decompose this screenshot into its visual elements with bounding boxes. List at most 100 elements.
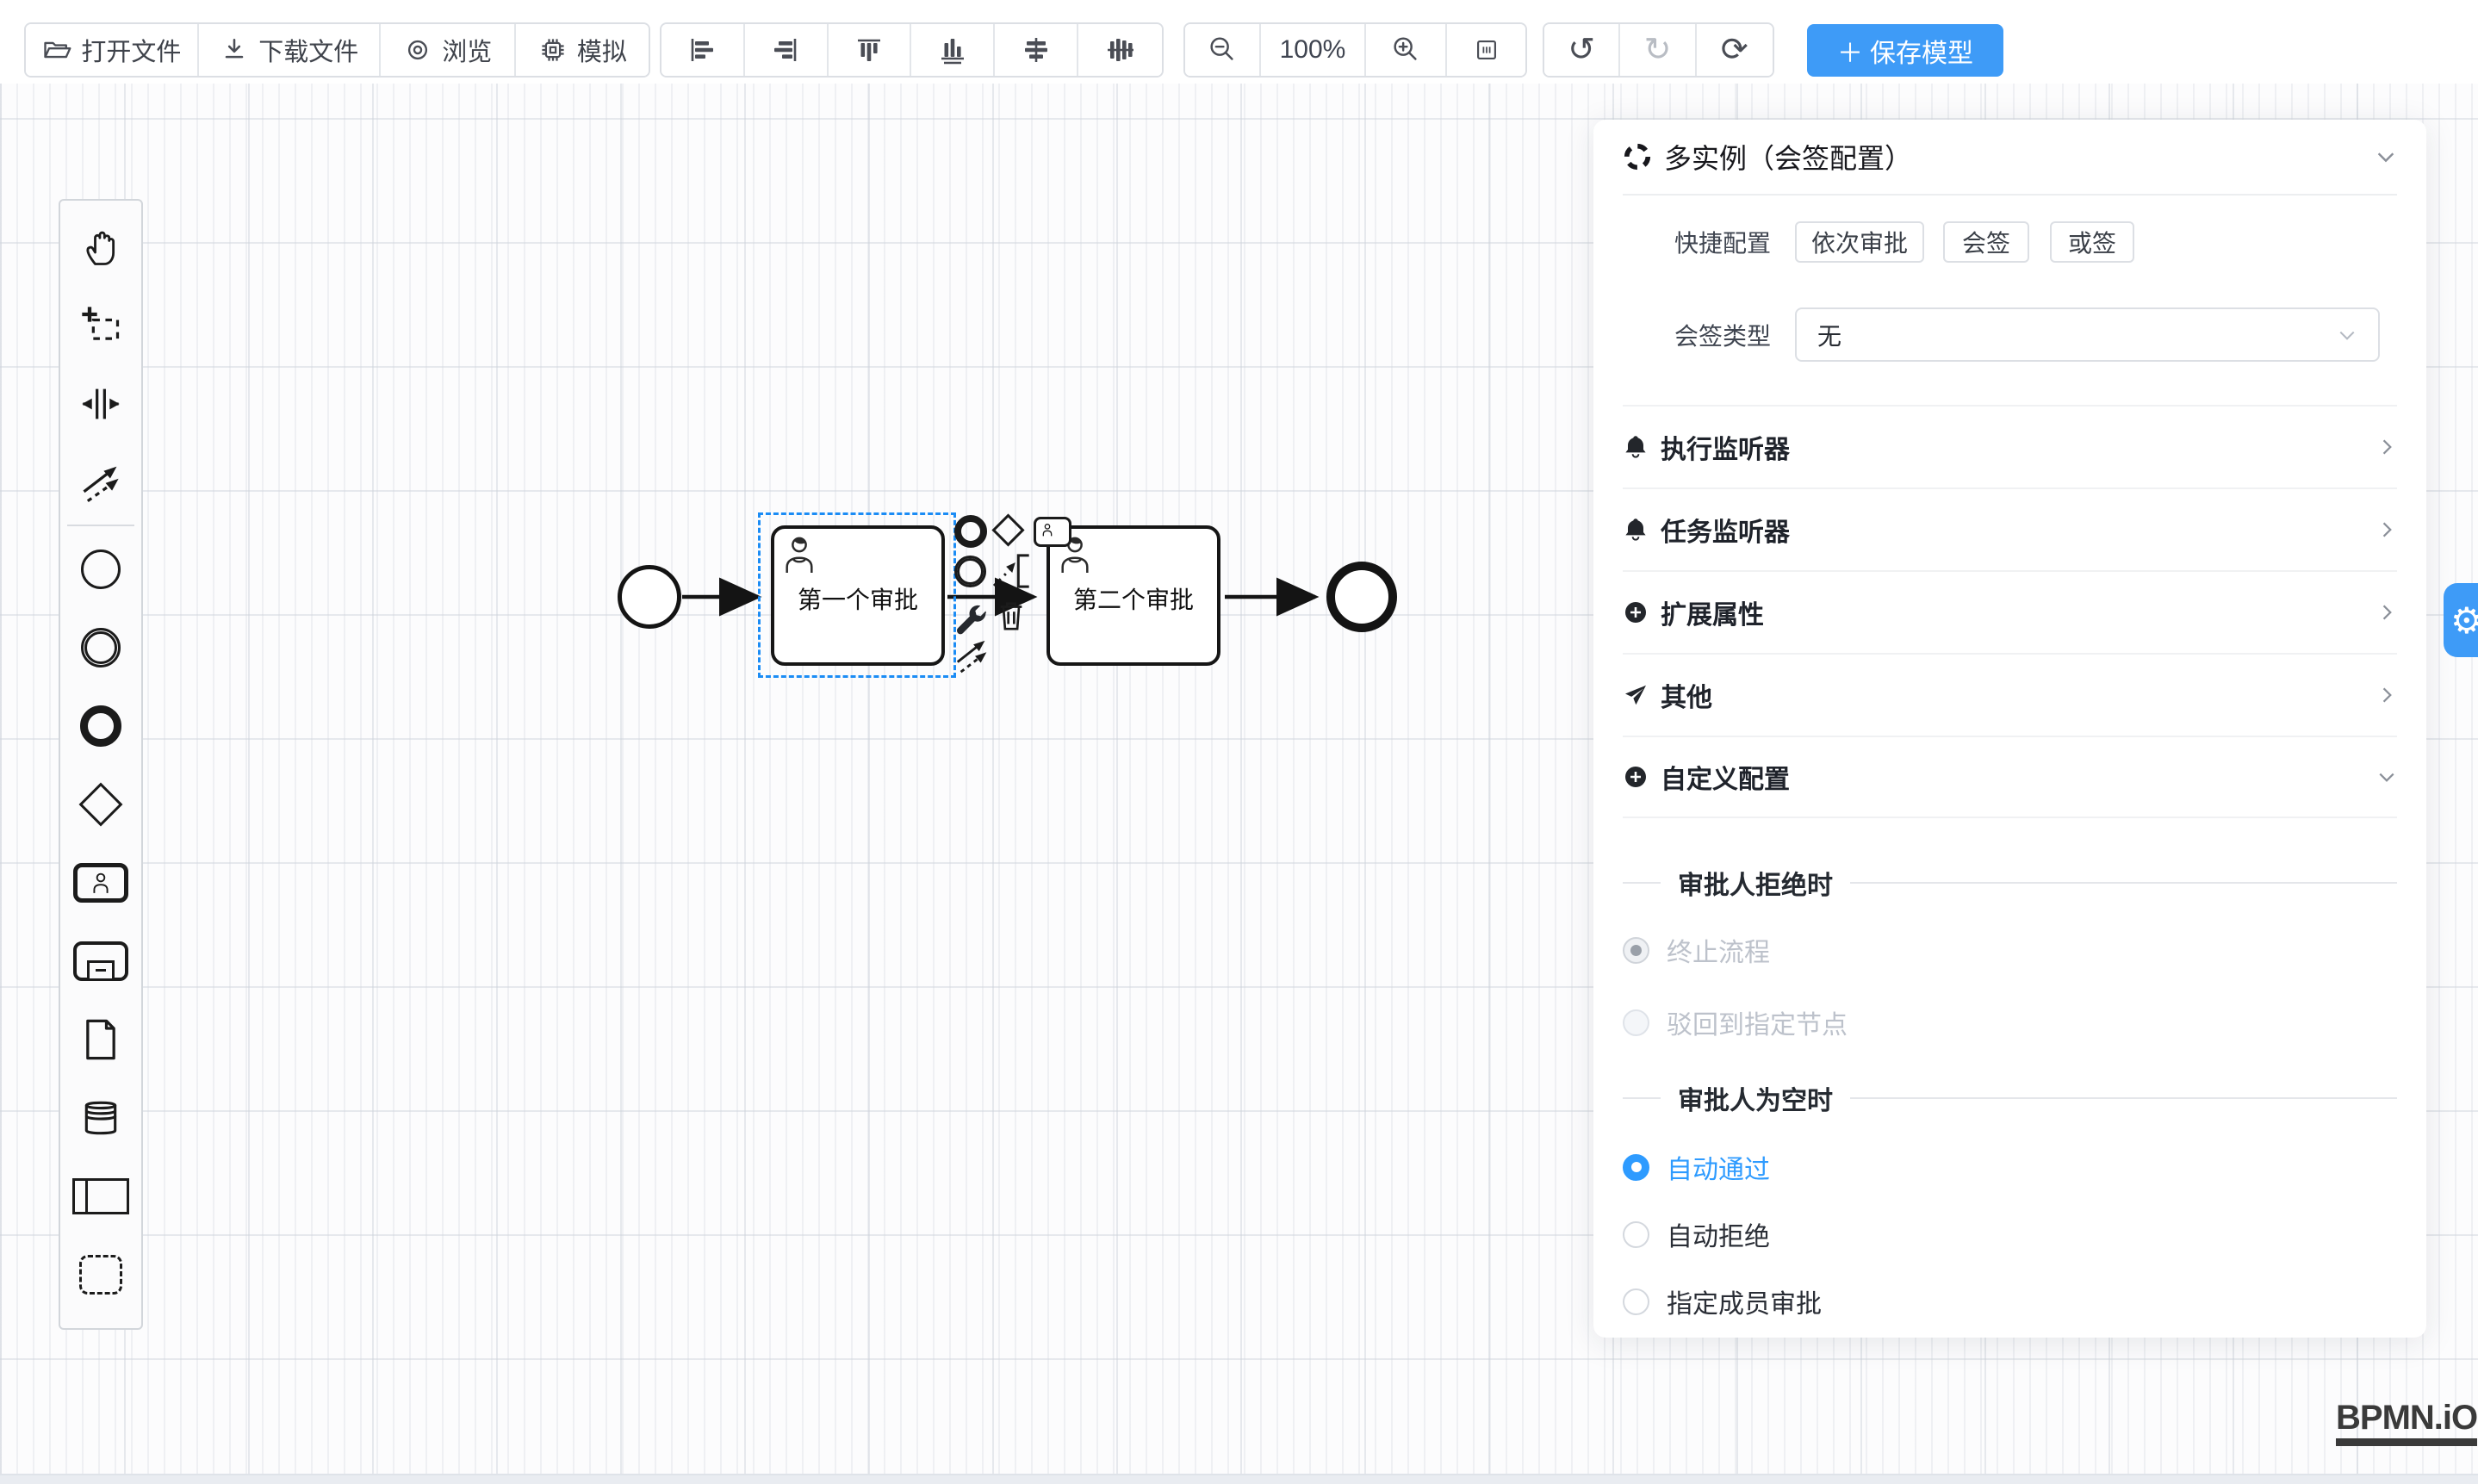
save-model-button[interactable]: ＋ 保存模型: [1807, 24, 2003, 77]
download-file-button[interactable]: 下载文件: [198, 24, 381, 76]
group-icon: [79, 1254, 122, 1295]
section-custom-config[interactable]: 自定义配置: [1623, 736, 2397, 818]
radio-auto-reject[interactable]: 自动拒绝: [1623, 1220, 2397, 1251]
section-label: 执行监听器: [1661, 436, 1790, 464]
gear-icon: ⚙: [2450, 599, 2478, 642]
palette-end-event[interactable]: [64, 686, 138, 765]
global-connect-tool[interactable]: [64, 443, 138, 521]
end-event[interactable]: [1326, 562, 1397, 632]
bell-icon: [1625, 518, 1646, 541]
section-extended-properties[interactable]: 扩展属性: [1623, 570, 2397, 653]
text-annotation-icon: [1016, 554, 1029, 588]
section-execution-listener[interactable]: 执行监听器: [1623, 405, 2397, 487]
section-label: 自定义配置: [1661, 766, 1790, 794]
task-second-approval[interactable]: 第二个审批: [1046, 525, 1220, 666]
zoom-button-group: 100%: [1183, 22, 1527, 78]
quick-option-sequential[interactable]: 依次审批: [1795, 221, 1924, 263]
horizontal-scrollbar[interactable]: [0, 1474, 2478, 1484]
quick-option-countersign[interactable]: 会签: [1943, 221, 2029, 263]
person-icon: [786, 537, 813, 573]
align-right-icon: [774, 39, 797, 61]
section-label: 任务监听器: [1661, 518, 1790, 547]
undo-button[interactable]: ↺: [1544, 24, 1621, 76]
simulate-button[interactable]: 模拟: [515, 24, 649, 76]
redo-button[interactable]: ↻: [1620, 24, 1697, 76]
group-title-label: 审批人为空时: [1678, 1087, 1833, 1115]
contextpad-append-intermediate-event[interactable]: [954, 556, 986, 587]
task-first-approval[interactable]: 第一个审批: [771, 525, 945, 666]
refresh-icon: ⟳: [1720, 32, 1748, 68]
contextpad-append-user-task[interactable]: [1034, 517, 1071, 547]
contextpad-association[interactable]: [989, 560, 1020, 591]
open-file-label: 打开文件: [81, 39, 182, 66]
quick-config-row: 快捷配置 依次审批 会签 或签: [1623, 221, 2397, 263]
align-center-icon: [1024, 38, 1047, 62]
contextpad-append-gateway[interactable]: [991, 513, 1025, 547]
section-other[interactable]: 其他: [1623, 653, 2397, 736]
person-icon: [1042, 524, 1053, 537]
element-palette: [59, 199, 143, 1330]
connect-icon: [956, 640, 987, 674]
align-right-button[interactable]: [744, 24, 829, 76]
contextpad-append-end-event[interactable]: [954, 515, 987, 548]
eye-icon: [408, 40, 428, 60]
section-label: 扩展属性: [1661, 601, 1764, 630]
chevron-down-icon: [2379, 773, 2394, 782]
palette-intermediate-event[interactable]: [64, 608, 138, 686]
undo-icon: ↺: [1568, 32, 1596, 68]
palette-group[interactable]: [64, 1235, 138, 1313]
sign-type-row: 会签类型 无: [1623, 307, 2397, 362]
bpmn-io-watermark[interactable]: BPMN.iO: [2336, 1399, 2478, 1446]
contextpad-change-type[interactable]: [953, 601, 989, 637]
fit-viewport-button[interactable]: [1447, 24, 1525, 76]
palette-participant[interactable]: [64, 1157, 138, 1235]
lasso-tool[interactable]: [64, 286, 138, 364]
align-bottom-button[interactable]: [911, 24, 996, 76]
panel-header[interactable]: 多实例（会签配置）: [1623, 120, 2397, 196]
divider: [1623, 882, 1661, 884]
palette-user-task[interactable]: [64, 843, 138, 922]
palette-start-event[interactable]: [64, 530, 138, 608]
align-center-button[interactable]: [995, 24, 1079, 76]
radio-label: 终止流程: [1667, 939, 1770, 967]
zoom-out-icon: [1210, 37, 1233, 60]
bell-icon: [1625, 436, 1646, 458]
contextpad-delete[interactable]: [995, 598, 1028, 632]
settings-tab[interactable]: ⚙: [2444, 583, 2478, 657]
radio-assign-member[interactable]: 指定成员审批: [1623, 1287, 2397, 1319]
radio-terminate-process[interactable]: 终止流程: [1623, 935, 2397, 967]
preview-button[interactable]: 浏览: [380, 24, 516, 76]
contextpad-text-annotation[interactable]: [1015, 553, 1032, 589]
section-task-listener[interactable]: 任务监听器: [1623, 487, 2397, 570]
zoom-in-button[interactable]: [1366, 24, 1447, 76]
start-event[interactable]: [618, 565, 681, 629]
sign-type-select[interactable]: 无: [1795, 307, 2380, 362]
palette-data-store[interactable]: [64, 1078, 138, 1157]
align-top-button[interactable]: [828, 24, 912, 76]
align-left-button[interactable]: [661, 24, 745, 76]
hand-tool[interactable]: [64, 208, 138, 286]
radio-return-to-node[interactable]: 驳回到指定节点: [1623, 1008, 2397, 1040]
contextpad-connect[interactable]: [953, 636, 992, 675]
section-label: 其他: [1661, 684, 1712, 712]
intermediate-event-icon: [954, 556, 986, 587]
chevron-down-icon[interactable]: [2375, 146, 2397, 168]
reset-button[interactable]: ⟳: [1696, 24, 1773, 76]
palette-data-object[interactable]: [64, 1000, 138, 1078]
quick-option-orsign[interactable]: 或签: [2050, 221, 2134, 263]
wrench-icon: [957, 605, 986, 635]
user-task-icon: [73, 862, 128, 903]
palette-sub-process[interactable]: [64, 922, 138, 1000]
open-file-button[interactable]: 打开文件: [26, 24, 199, 76]
palette-gateway[interactable]: [64, 765, 138, 843]
space-tool[interactable]: [64, 364, 138, 443]
zoom-out-button[interactable]: [1185, 24, 1261, 76]
radio-auto-pass[interactable]: 自动通过: [1623, 1152, 2397, 1184]
align-middle-button[interactable]: [1078, 24, 1162, 76]
divider: [1623, 1097, 1661, 1099]
file-button-group: 打开文件 下载文件 浏览 模拟: [24, 22, 650, 78]
connect-icon: [83, 466, 119, 502]
chevron-down-icon: [2339, 331, 2355, 340]
